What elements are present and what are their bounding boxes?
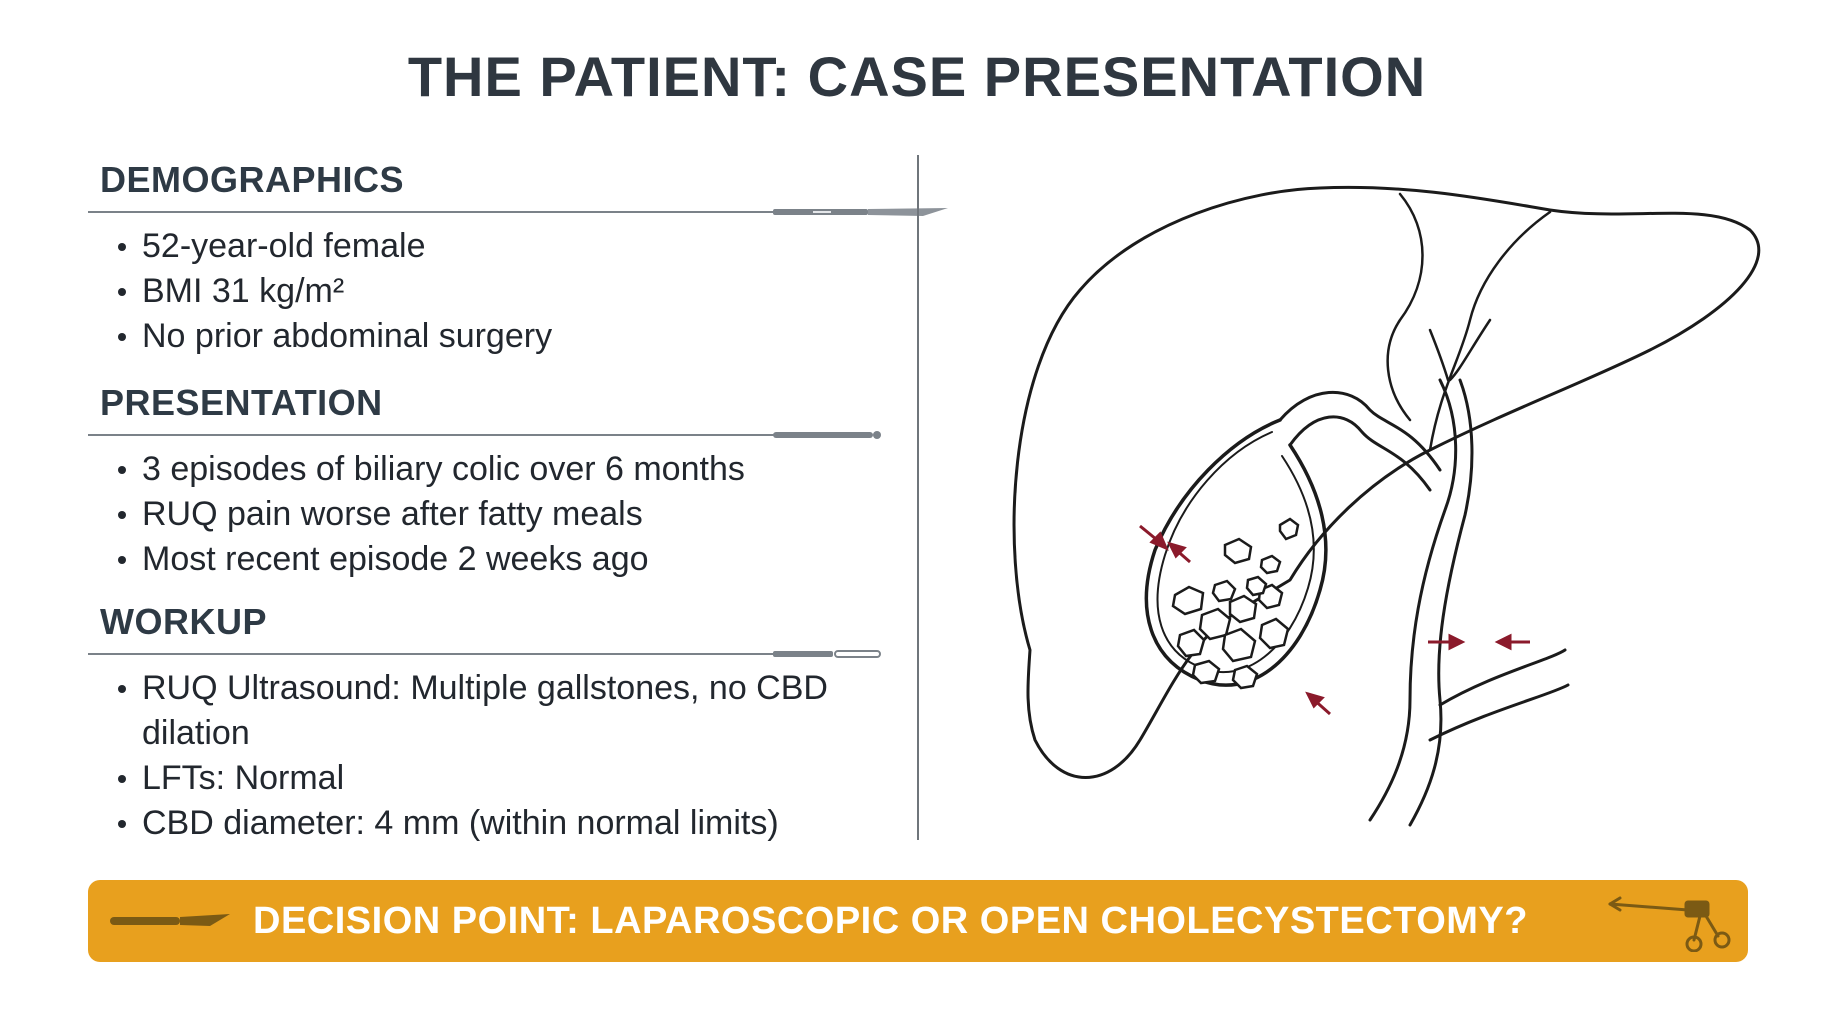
list-item: 52-year-old female [118,224,868,269]
bullet-list: RUQ Ultrasound: Multiple gallstones, no … [88,666,868,846]
forceps-icon [773,650,881,658]
page-title: THE PATIENT: CASE PRESENTATION [407,45,1427,108]
list-item: BMI 31 kg/m² [118,269,868,314]
section-rule [88,206,948,218]
list-item: LFTs: Normal [118,756,868,801]
decision-banner: DECISION POINT: LAPAROSCOPIC OR OPEN CHO… [88,880,1748,962]
section-presentation: PRESENTATION 3 episodes of biliary colic… [88,381,881,582]
laparoscopic-instrument-icon [1608,896,1731,952]
list-item: No prior abdominal surgery [118,314,868,359]
column-divider [917,155,919,840]
scalpel-icon [110,914,230,926]
section-demographics: DEMOGRAPHICS 52-year-old female BMI 31 k… [88,158,948,359]
probe-icon [773,431,881,439]
section-workup: WORKUP RUQ Ultrasound: Multiple gallston… [88,600,881,846]
bullet-list: 3 episodes of biliary colic over 6 month… [88,447,868,582]
scalpel-icon [773,208,948,216]
section-heading: WORKUP [100,601,267,642]
list-item: CBD diameter: 4 mm (within normal limits… [118,801,868,846]
section-heading: DEMOGRAPHICS [100,159,405,200]
bullet-list: 52-year-old female BMI 31 kg/m² No prior… [88,224,868,359]
list-item: RUQ Ultrasound: Multiple gallstones, no … [118,666,862,756]
liver-gallbladder-illustration [1012,185,1761,827]
list-item: RUQ pain worse after fatty meals [118,492,868,537]
list-item: Most recent episode 2 weeks ago [118,537,868,582]
section-heading: PRESENTATION [100,382,383,423]
section-rule [88,429,881,441]
list-item: 3 episodes of biliary colic over 6 month… [118,447,868,492]
decision-text: DECISION POINT: LAPAROSCOPIC OR OPEN CHO… [253,900,1528,942]
section-rule [88,648,881,660]
